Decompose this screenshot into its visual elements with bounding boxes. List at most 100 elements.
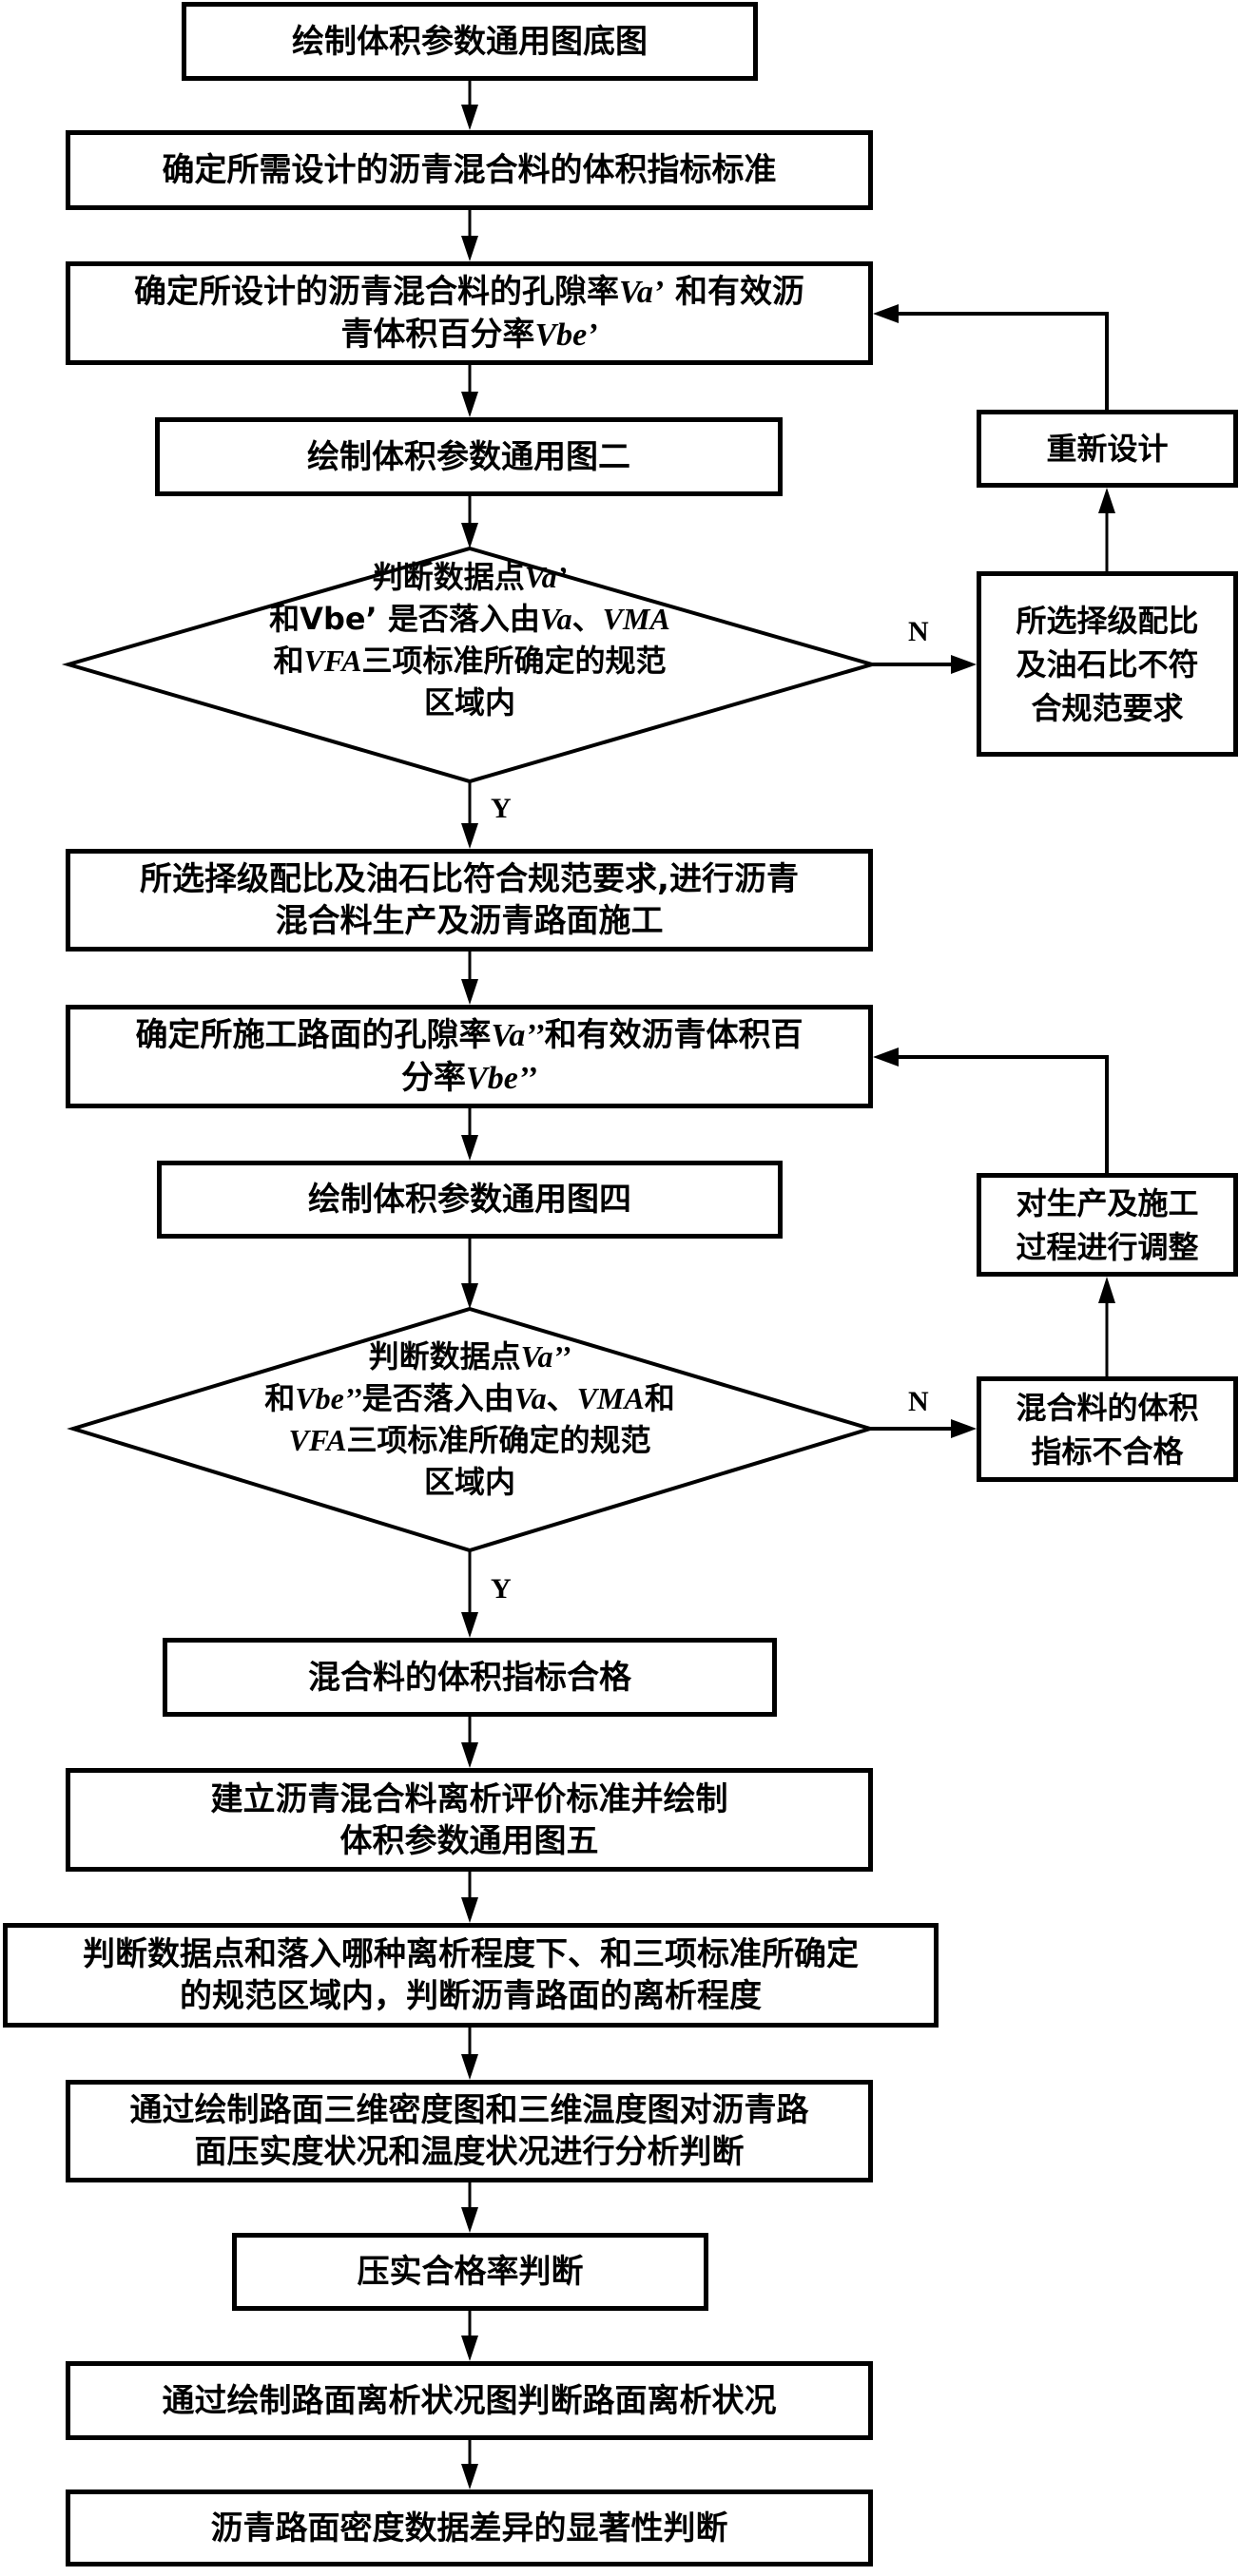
text-run: 面压实度状况和温度状况进行分析判断 — [194, 2133, 745, 2171]
step-determine-built-va-vbe: 确定所施工路面的孔隙率Va’’和有效沥青体积百分率Vbe’’ — [66, 1005, 873, 1108]
text-line: 所选择级配比 — [1016, 599, 1198, 643]
text-run: 区域内 — [423, 684, 515, 721]
text-line: 对生产及施工 — [1016, 1182, 1198, 1225]
arrowhead-down — [461, 1742, 478, 1768]
text-line: 确定所设计的沥青混合料的孔隙率Va’ 和有效沥 — [134, 271, 804, 314]
arrowhead-up — [1098, 488, 1115, 513]
text-run: 和 — [264, 1380, 296, 1416]
text-run: 混合料的体积指标合格 — [308, 1658, 631, 1697]
node-text: 建立沥青混合料离析评价标准并绘制体积参数通用图五 — [211, 1778, 728, 1862]
arrowhead-down — [461, 1135, 478, 1161]
text-run: 及油石比不符 — [1016, 645, 1199, 682]
text-line: 和VFA三项标准所确定的规范 — [209, 640, 730, 682]
text-run: 、 — [571, 601, 603, 637]
step-volume-index-unqualified: 混合料的体积指标不合格 — [977, 1376, 1238, 1482]
node-text: 混合料的体积指标合格 — [308, 1657, 631, 1699]
text-run: 和有效沥 — [664, 272, 805, 311]
text-run: 压实合格率判断 — [357, 2253, 584, 2291]
text-run: 分率 — [401, 1058, 467, 1097]
text-line: 及油石比不符 — [1016, 643, 1198, 686]
text-run: 确定所设计的沥青混合料的孔隙率 — [133, 272, 619, 311]
text-line: 过程进行调整 — [1016, 1225, 1198, 1269]
node-text: 压实合格率判断 — [358, 2251, 584, 2293]
step-draw-chart-four: 绘制体积参数通用图四 — [157, 1161, 783, 1239]
text-line: 和Vbe’’是否落入由Va、VMA和 — [209, 1377, 730, 1419]
text-run: 绘制体积参数通用图二 — [307, 437, 630, 476]
text-line: 和Vbe’ 是否落入由Va、VMA — [209, 598, 730, 640]
step-judge-segregation-degree: 判断数据点和落入哪种离析程度下、和三项标准所确定的规范区域内，判断沥青路面的离析… — [3, 1923, 939, 2028]
arrowhead-down — [461, 2464, 478, 2489]
node-text: 所选择级配比及油石比符合规范要求,进行沥青混合料生产及沥青路面施工 — [140, 858, 799, 942]
node-text: 沥青路面密度数据差异的显著性判断 — [211, 2508, 728, 2549]
variable-symbol: Va — [513, 1381, 547, 1415]
arrowhead-right — [951, 1419, 977, 1438]
step-draw-chart-two: 绘制体积参数通用图二 — [155, 417, 783, 496]
arrowhead-down — [461, 105, 478, 130]
text-run: 沥青路面密度数据差异的显著性判断 — [210, 2509, 728, 2547]
text-run: 三项标准所确定的规范 — [346, 1422, 651, 1458]
arrowhead-down — [461, 236, 478, 261]
text-run: 和 — [644, 1380, 675, 1416]
text-run: 确定所施工路面的孔隙率 — [135, 1015, 492, 1054]
node-text: 所选择级配比及油石比不符合规范要求 — [1016, 599, 1198, 730]
variable-symbol: Va’ — [618, 274, 665, 310]
text-run: 三项标准所确定的规范 — [361, 643, 667, 679]
node-text: 确定所施工路面的孔隙率Va’’和有效沥青体积百分率Vbe’’ — [135, 1014, 803, 1100]
arrowhead-down — [461, 523, 478, 548]
text-line: 确定所施工路面的孔隙率Va’’和有效沥青体积百 — [135, 1014, 803, 1057]
node-text: 对生产及施工过程进行调整 — [1016, 1182, 1198, 1269]
arrowhead-left — [873, 304, 899, 323]
arrowhead-up — [1098, 1277, 1115, 1303]
step-volume-index-qualified: 混合料的体积指标合格 — [163, 1638, 777, 1717]
text-line: 区域内 — [209, 1461, 730, 1503]
text-run: 重新设计 — [1046, 431, 1169, 467]
text-line: 体积参数通用图五 — [211, 1820, 728, 1862]
arrowhead-right — [951, 655, 977, 674]
text-line: 区域内 — [209, 682, 730, 723]
text-line: 通过绘制路面三维密度图和三维温度图对沥青路 — [130, 2089, 809, 2131]
text-line: 绘制体积参数通用图底图 — [292, 21, 648, 63]
variable-symbol: Vbe’’ — [295, 1381, 362, 1415]
node-text: 确定所需设计的沥青混合料的体积指标标准 — [163, 149, 777, 191]
step-density-difference-significance: 沥青路面密度数据差异的显著性判断 — [66, 2489, 873, 2566]
text-run: 和 — [273, 643, 304, 679]
decision-2-no-label: N — [908, 1386, 929, 1417]
text-line: 面压实度状况和温度状况进行分析判断 — [130, 2131, 809, 2173]
step-redesign: 重新设计 — [977, 410, 1238, 488]
arrowhead-down — [461, 2336, 478, 2361]
text-line: 的规范区域内，判断沥青路面的离析程度 — [83, 1975, 859, 2017]
text-line: 混合料的体积 — [1016, 1386, 1198, 1430]
node-text: 绘制体积参数通用图底图 — [292, 21, 648, 63]
arrow-r1-b3 — [899, 312, 1109, 410]
arrow-r3-b6 — [899, 1055, 1109, 1173]
node-text: 混合料的体积指标不合格 — [1016, 1386, 1198, 1473]
text-run: 青体积百分率 — [340, 315, 535, 354]
text-run: 指标不合格 — [1031, 1432, 1184, 1470]
text-line: 确定所需设计的沥青混合料的体积指标标准 — [163, 149, 777, 191]
text-run: 合规范要求 — [1031, 689, 1184, 726]
step-segregation-standard-chart-five: 建立沥青混合料离析评价标准并绘制体积参数通用图五 — [66, 1768, 873, 1872]
text-run: 通过绘制路面离析状况图判断路面离析状况 — [162, 2381, 777, 2420]
variable-symbol: VMA — [602, 602, 670, 636]
text-line: 混合料生产及沥青路面施工 — [140, 900, 799, 942]
step-3d-density-temperature-analysis: 通过绘制路面三维密度图和三维温度图对沥青路面压实度状况和温度状况进行分析判断 — [66, 2080, 873, 2182]
text-line: 判断数据点Va’’ — [209, 1336, 730, 1377]
step-draw-base-chart: 绘制体积参数通用图底图 — [182, 2, 758, 81]
variable-symbol: Va — [539, 602, 572, 636]
arrowhead-down — [461, 2207, 478, 2233]
text-line: 通过绘制路面离析状况图判断路面离析状况 — [163, 2380, 777, 2422]
text-run: 通过绘制路面三维密度图和三维温度图对沥青路 — [129, 2091, 809, 2129]
step-determine-volume-standard: 确定所需设计的沥青混合料的体积指标标准 — [66, 130, 873, 210]
node-text: 通过绘制路面三维密度图和三维温度图对沥青路面压实度状况和温度状况进行分析判断 — [130, 2089, 809, 2173]
text-line: 所选择级配比及油石比符合规范要求,进行沥青 — [140, 858, 799, 900]
text-run: 是否落入由 — [361, 1380, 514, 1416]
text-line: 青体积百分率Vbe’ — [134, 314, 804, 356]
text-run: 过程进行调整 — [1016, 1228, 1199, 1265]
node-text: 绘制体积参数通用图二 — [307, 436, 630, 478]
decision-1-no-label: N — [908, 616, 929, 647]
text-run: 对生产及施工 — [1016, 1184, 1199, 1221]
variable-symbol: VFA — [288, 1423, 347, 1457]
text-run: 判断数据点和落入哪种离析程度下、和三项标准所确定 — [83, 1935, 859, 1973]
